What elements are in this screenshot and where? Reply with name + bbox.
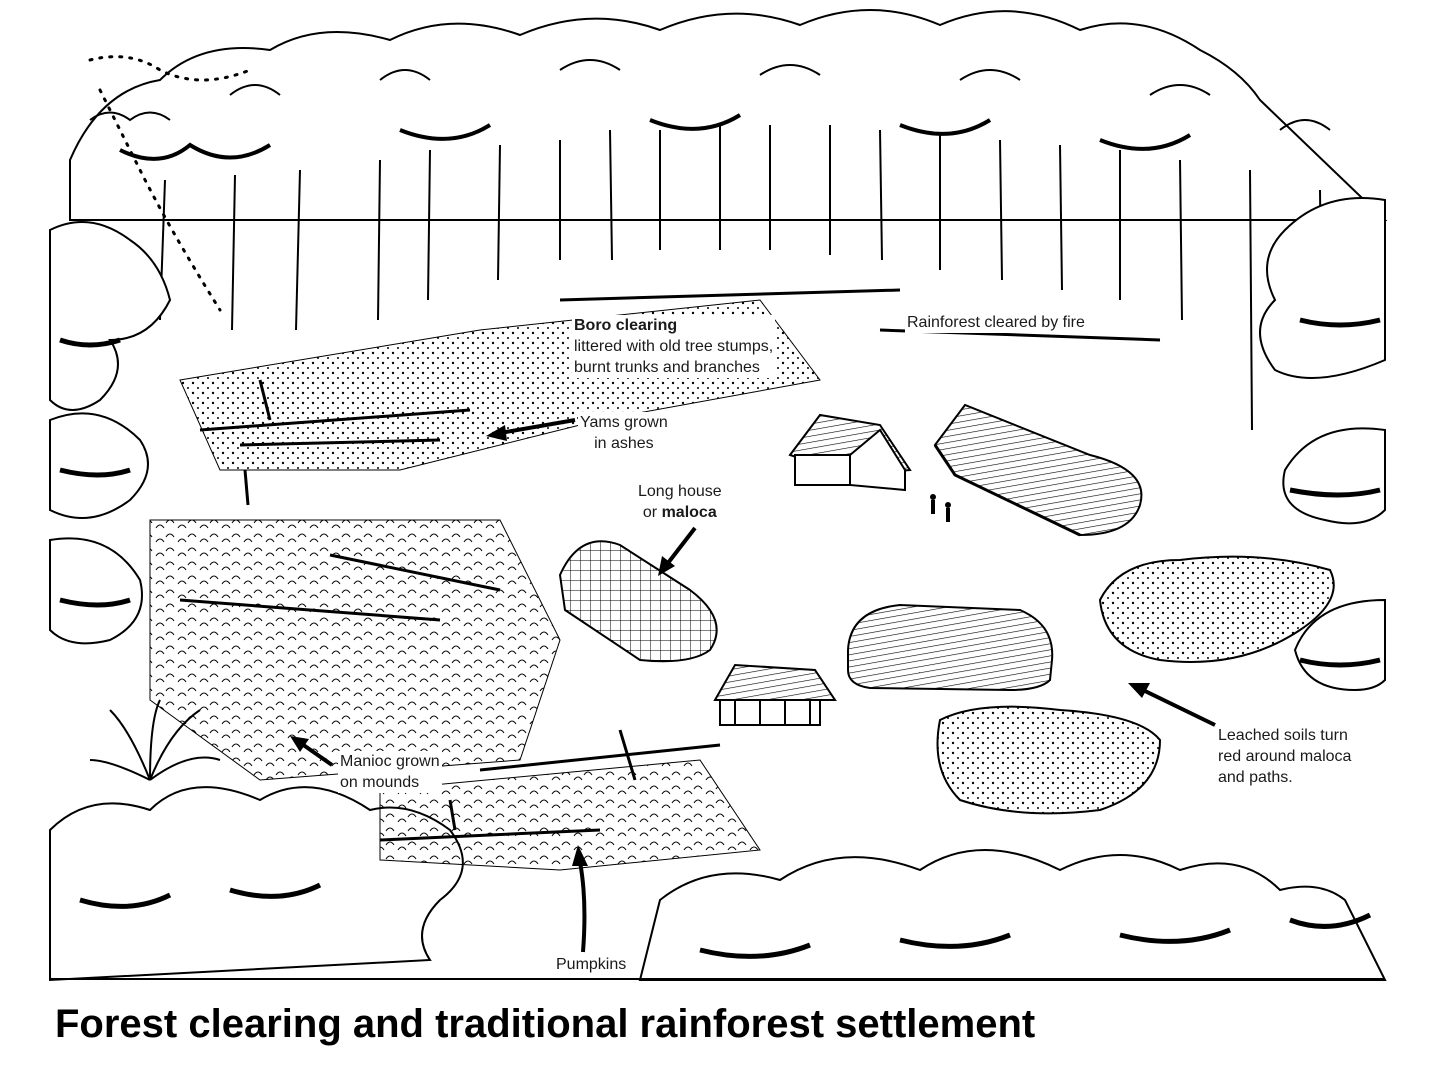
foreground-canopy <box>49 786 1387 982</box>
yams-line1: Yams grown <box>580 414 668 431</box>
arrow-manioc <box>290 736 334 767</box>
small-hut-back <box>788 413 912 492</box>
arrow-long-house <box>658 526 697 576</box>
long-house-thatched <box>933 403 1143 537</box>
arrow-leached <box>1128 683 1216 727</box>
label-pumpkins: Pumpkins <box>554 954 629 975</box>
label-long-house: Long house or maloca <box>636 481 724 523</box>
boro-clearing-line2: littered with old tree stumps, <box>574 338 774 355</box>
palm-plant <box>89 699 221 781</box>
long-house-line1: Long house <box>638 483 722 500</box>
label-boro-clearing: Boro clearing littered with old tree stu… <box>572 315 776 378</box>
front-hut <box>713 663 837 726</box>
forest-canopy <box>69 9 1388 221</box>
people <box>930 494 951 522</box>
label-yams: Yams grown in ashes <box>578 412 670 454</box>
figure-caption: Forest clearing and traditional rainfore… <box>55 1002 1036 1046</box>
boro-clearing-title: Boro clearing <box>574 317 678 334</box>
long-house-prefix: or <box>642 504 662 521</box>
leached-line2: red around maloca <box>1218 748 1352 765</box>
manioc-line2: on mounds <box>340 774 420 791</box>
manioc-line1: Manioc grown <box>340 753 440 770</box>
right-foliage <box>1259 197 1386 692</box>
left-foliage <box>49 221 172 645</box>
fallen-logs <box>179 288 1161 842</box>
yams-line2: in ashes <box>594 435 654 452</box>
arrow-yams <box>486 418 576 441</box>
leached-line3: and paths. <box>1218 769 1293 786</box>
maloca-frame <box>558 540 718 663</box>
arrow-pumpkins <box>572 845 588 953</box>
illustration-frame-bottom <box>50 978 1385 980</box>
label-manioc: Manioc grown on mounds <box>338 751 442 793</box>
round-house <box>847 603 1054 692</box>
leached-line1: Leached soils turn <box>1218 727 1348 744</box>
tree-trunks <box>159 125 1323 431</box>
label-leached-soils: Leached soils turn red around maloca and… <box>1216 725 1354 788</box>
long-house-line2: or maloca <box>638 502 722 523</box>
shrub-patches <box>936 555 1335 815</box>
long-house-maloca: maloca <box>661 504 717 521</box>
cleared-fields <box>149 299 821 871</box>
label-rainforest-cleared: Rainforest cleared by fire <box>905 312 1087 333</box>
dotted-vine <box>88 55 252 312</box>
boro-clearing-line3: burnt trunks and branches <box>574 359 760 376</box>
